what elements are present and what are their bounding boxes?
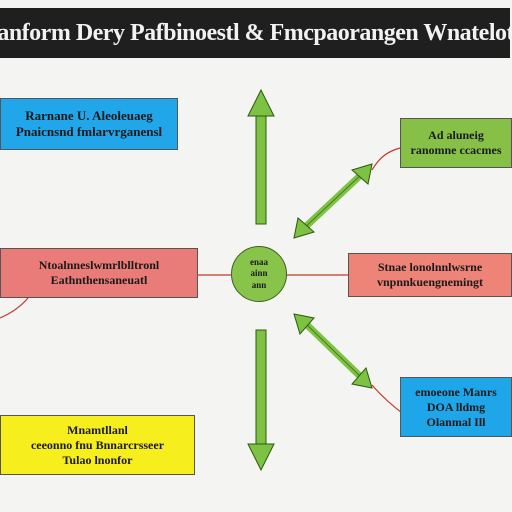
box-blue-top-line-1: Rarnane U. Aleoleuaeg xyxy=(25,107,153,123)
box-red-right-line-1: Stnae lonolnnlwsrne xyxy=(377,260,483,274)
box-green: Ad aluneig ranomne ccacmes xyxy=(400,118,512,168)
arrow-down xyxy=(247,329,275,472)
box-yellow-line-2: ceeonno fnu Bnnarcrsseer xyxy=(30,437,165,452)
box-blue-bottom-line-2: DOA lldmg xyxy=(426,399,486,414)
box-yellow-line-3: Tulao lnonfor xyxy=(62,452,133,467)
box-red-right: Stnae lonolnnlwsrne vnpnnkuengnemingt xyxy=(348,253,512,297)
center-node-line-2: ainn xyxy=(250,268,268,279)
box-green-line-1: Ad aluneig xyxy=(428,128,484,142)
box-red-left-line-2: Eathnthensaneuatl xyxy=(50,273,148,287)
box-blue-top-line-2: Pnaicnsnd fmlarvrganensl xyxy=(15,124,163,139)
center-node-line-3: ann xyxy=(251,279,267,290)
arrow-diagonal-lower xyxy=(293,313,373,389)
box-red-left: Ntoalnneslwmrlblltronl Eathnthensaneuatl xyxy=(0,248,198,298)
connector-red-left-curve xyxy=(0,297,29,319)
connector-green-curve xyxy=(371,147,401,171)
title-bar: Pranform Dery Pafbinoestl & Fmcpaorangen… xyxy=(0,8,510,58)
box-blue-top: Rarnane U. Aleoleuaeg Pnaicnsnd fmlarvrg… xyxy=(0,98,178,150)
arrow-up xyxy=(247,88,275,225)
box-blue-bottom-line-3: Olanmal Ill xyxy=(426,414,486,429)
box-blue-bottom-line-1: emoeone Manrs xyxy=(415,384,497,399)
box-yellow: Mnamtllanl ceeonno fnu Bnnarcrsseer Tula… xyxy=(0,415,195,475)
arrow-diagonal-upper xyxy=(293,163,373,239)
box-yellow-line-1: Mnamtllanl xyxy=(67,422,128,437)
box-green-line-2: ranomne ccacmes xyxy=(410,143,502,157)
box-red-right-line-2: vnpnnkuengnemingt xyxy=(376,275,484,289)
box-blue-bottom: emoeone Manrs DOA lldmg Olanmal Ill xyxy=(400,377,512,437)
center-node: enaa ainn ann xyxy=(231,246,287,302)
box-red-left-line-1: Ntoalnneslwmrlblltronl xyxy=(38,258,160,272)
center-node-line-1: enaa xyxy=(250,257,268,268)
diagram-title: Pranform Dery Pafbinoestl & Fmcpaorangen… xyxy=(0,19,510,46)
